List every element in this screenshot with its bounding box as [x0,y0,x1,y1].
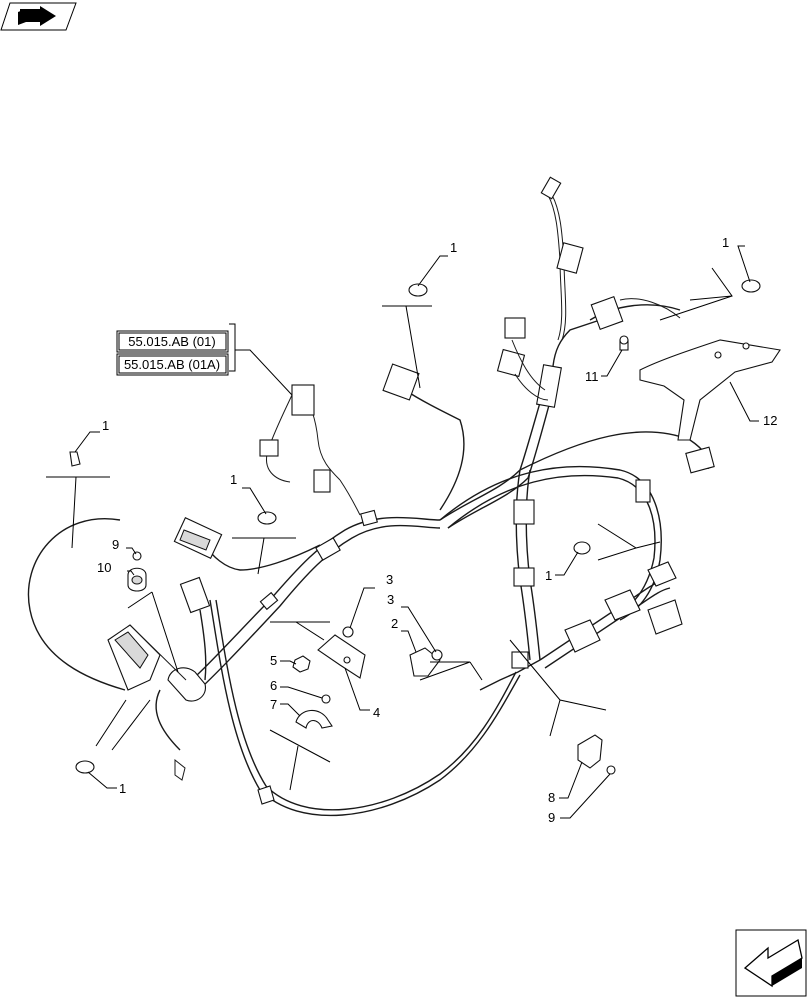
cable-tie-icon [69,279,761,774]
callout-2: 2 [391,616,398,631]
reference-box-2[interactable]: 55.015.AB (01A) [116,353,229,376]
connector-lower-left [257,785,275,805]
callout-10: 10 [97,560,111,575]
callout-3-a: 3 [386,572,393,587]
callout-9-a: 9 [112,537,119,552]
callout-1-d: 1 [230,472,237,487]
bracket-12 [639,339,781,441]
callout-1-e: 1 [545,568,552,583]
reference-label: 55.015.AB (01) [128,334,215,349]
bracket-4 [317,634,366,679]
next-page-arrow-icon[interactable] [735,929,807,997]
section-markers [46,267,733,791]
callout-labels: 1 1 1 1 1 1 9 10 11 12 3 3 2 4 5 6 7 8 9 [97,235,777,825]
bolt-9a [132,551,142,561]
callout-3-b: 3 [387,592,394,607]
callout-12: 12 [763,413,777,428]
callout-4: 4 [373,705,380,720]
grommet-10 [127,567,147,592]
callout-leaders [74,245,759,819]
callout-6: 6 [270,678,277,693]
reference-bracket [229,323,293,396]
wiring-harness [27,176,715,817]
callout-1-f: 1 [119,781,126,796]
callout-1-b: 1 [722,235,729,250]
bolt-3a [342,626,354,638]
callout-5: 5 [270,653,277,668]
bolt-11 [619,335,629,351]
bracket-8 [577,734,603,769]
book-arrow-icon[interactable] [0,2,77,31]
bolt-6 [321,694,331,704]
bolt-3b [431,649,443,661]
callout-8: 8 [548,790,555,805]
callout-1-a: 1 [450,240,457,255]
callout-11: 11 [585,369,599,384]
callout-9-b: 9 [548,810,555,825]
reference-label: 55.015.AB (01A) [124,357,220,372]
callout-7: 7 [270,697,277,712]
nut-5 [292,655,311,673]
callout-1-c: 1 [102,418,109,433]
bolt-9b [606,765,616,775]
reference-box-1[interactable]: 55.015.AB (01) [116,330,229,353]
clamp-7 [295,709,333,729]
